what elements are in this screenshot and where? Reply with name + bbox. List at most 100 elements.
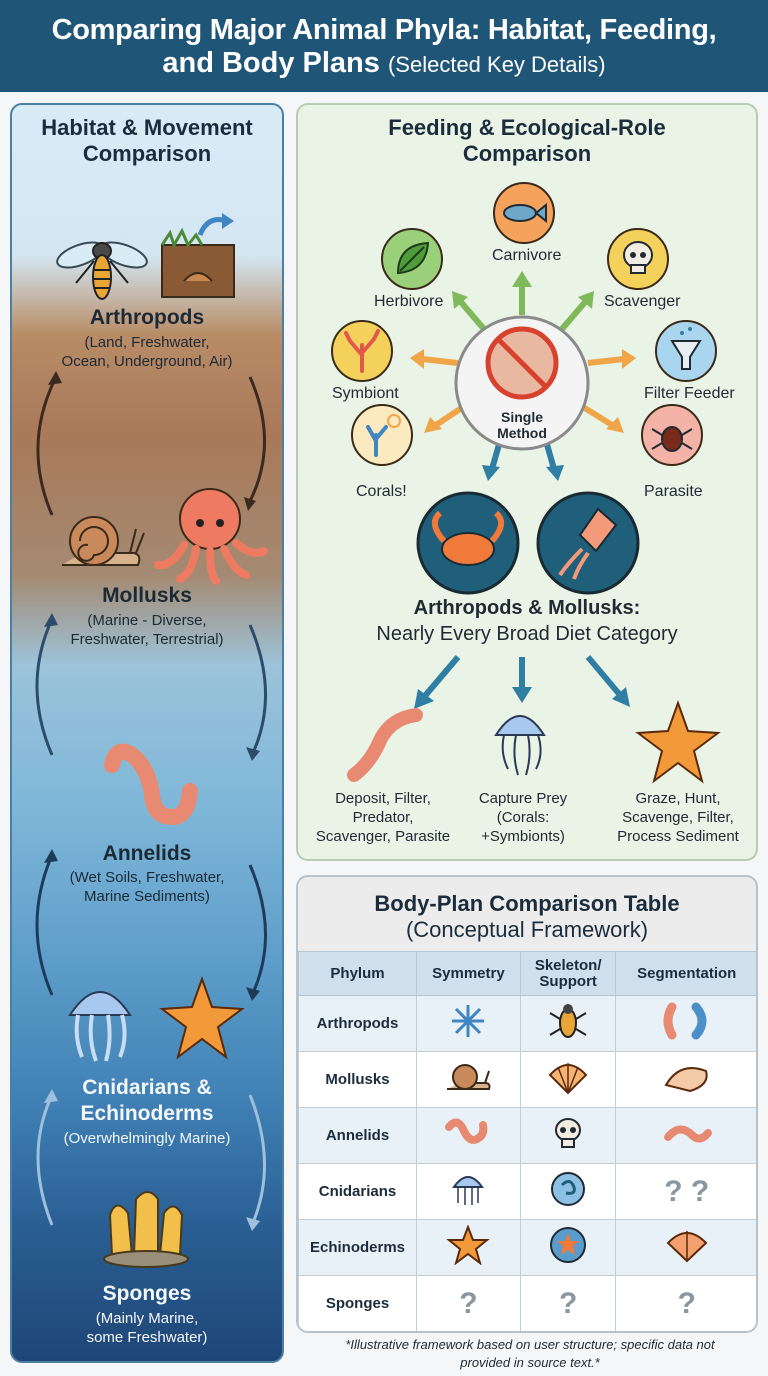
detail-annelids-l2: Predator, (352, 809, 414, 826)
habitat-sponges-desc2: some Freshwater) (86, 1329, 208, 1346)
habitat-title-line2: Comparison (82, 141, 212, 166)
habitat-arthropods-name: Arthropods (89, 306, 205, 329)
row-phylum: Echinoderms (298, 1219, 417, 1276)
col-skeleton-l1: Skeleton/ (534, 956, 602, 974)
row-phylum: Cnidarians (298, 1163, 417, 1220)
worm-icon (347, 708, 423, 782)
starfish-icon (635, 700, 721, 784)
label-scavenger: Scavenger (604, 293, 681, 310)
detail-annelids-l3: Scavenger, Parasite (315, 828, 451, 845)
scallop-shell-icon (519, 1051, 617, 1108)
fly-icon (56, 241, 148, 300)
feeding-diagram (331, 182, 721, 784)
bodyplan-table: Phylum Symmetry Skeleton/Support Segment… (298, 951, 756, 1331)
label-parasite: Parasite (644, 483, 703, 500)
page-title-main: and Body Plans (162, 47, 380, 79)
row-phylum: Arthropods (298, 995, 417, 1052)
habitat-sponges-name: Sponges (102, 1282, 192, 1305)
label-herbivore: Herbivore (374, 293, 444, 310)
detail-annelids-l1: Deposit, Filter, (335, 790, 431, 807)
table-row: Sponges ? ? ? (298, 1275, 756, 1331)
detail-echinoderms-l3: Process Sediment (617, 828, 739, 845)
table-row: Cnidarians ? ? (298, 1163, 756, 1220)
row-phylum: Mollusks (298, 1051, 417, 1108)
col-skeleton-l2: Support (539, 972, 597, 990)
worm-icon (615, 1107, 756, 1164)
snail-icon (416, 1051, 521, 1108)
sponge-icon (103, 1191, 189, 1268)
habitat-mollusks-desc2: Freshwater, Terrestrial) (70, 631, 224, 648)
label-corals: Corals! (356, 483, 407, 500)
soil-burrow-icon (160, 213, 235, 298)
footnote-line2: provided in source text.* (460, 1355, 600, 1370)
crab-icon (416, 491, 520, 595)
carnivore-fish-icon (493, 182, 555, 244)
label-symbiont: Symbiont (332, 385, 399, 402)
spiral-circle-icon (519, 1163, 617, 1220)
habitat-mollusks-desc1: (Marine - Diverse, (87, 612, 207, 629)
page-header: Comparing Major Animal Phyla: Habitat, F… (0, 0, 768, 92)
single-method-prohibited-icon (454, 315, 590, 451)
jellyfish-icon (68, 991, 132, 1062)
earthworm-icon (104, 743, 198, 826)
jellyfish-icon (416, 1163, 521, 1220)
symbiont-coral-icon (331, 320, 393, 382)
habitat-title: Habitat & Movement Comparison (12, 115, 282, 167)
feeding-summary-line2: Nearly Every Broad Diet Category (376, 623, 678, 645)
bodyplan-panel: Body-Plan Comparison Table (Conceptual F… (296, 875, 758, 1333)
feeding-title-line2: Comparison (462, 141, 592, 166)
page-subtitle: (Selected Key Details) (387, 52, 606, 77)
habitat-arthropods-desc2: Ocean, Underground, Air) (61, 353, 233, 370)
segmented-worms-icon (615, 995, 756, 1052)
feeding-title-line1: Feeding & Ecological-Role (388, 115, 666, 140)
question-mark: ? ? (664, 1174, 710, 1208)
feeding-panel: Feeding & Ecological-Role Comparison (296, 103, 758, 861)
herbivore-leaf-icon (381, 228, 443, 290)
starfish-icon (416, 1219, 521, 1276)
question-mark: ? (677, 1286, 696, 1320)
detail-cnidarians: Capture Prey (Corals: +Symbionts) (458, 789, 588, 846)
question-mark: ? (559, 1286, 578, 1320)
page-title-line1: Comparing Major Animal Phyla: Habitat, F… (51, 14, 717, 46)
habitat-panel: Habitat & Movement Comparison (10, 103, 284, 1363)
detail-cnidarians-l1: Capture Prey (478, 790, 568, 807)
table-row: Annelids (298, 1107, 756, 1164)
detail-cnidarians-l2: (Corals: (496, 809, 550, 826)
filter-feeder-funnel-icon (655, 320, 717, 382)
starfish-icon (159, 976, 245, 1060)
skeleton-unknown: ? (519, 1275, 617, 1331)
detail-echinoderms-l2: Scavenge, Filter, (622, 809, 734, 826)
habitat-annelids-desc2: Marine Sediments) (84, 888, 210, 905)
col-segmentation: Segmentation (615, 951, 756, 996)
habitat-cnidarians-desc1: (Overwhelmingly Marine) (63, 1130, 231, 1147)
col-skeleton: Skeleton/Support (519, 951, 617, 996)
starfish-circle-icon (519, 1219, 617, 1276)
jellyfish-icon (494, 715, 546, 776)
table-row: Echinoderms (298, 1219, 756, 1276)
col-phylum: Phylum (298, 951, 417, 996)
detail-cnidarians-l3: +Symbionts) (481, 828, 565, 845)
parasite-tick-icon (641, 404, 703, 466)
corals-icon (351, 404, 413, 466)
bodyplan-subtitle: (Conceptual Framework) (405, 917, 649, 942)
habitat-sponges-desc1: (Mainly Marine, (95, 1310, 199, 1327)
feeding-title: Feeding & Ecological-Role Comparison (298, 115, 756, 167)
row-phylum: Annelids (298, 1107, 417, 1164)
table-header-row: Phylum Symmetry Skeleton/Support Segment… (298, 951, 756, 996)
detail-echinoderms-l1: Graze, Hunt, (635, 790, 721, 807)
scallop-shell-icon (615, 1219, 756, 1276)
symmetry-unknown: ? (416, 1275, 521, 1331)
skull-icon (519, 1107, 617, 1164)
habitat-illustrations (35, 213, 268, 1268)
col-symmetry: Symmetry (416, 951, 521, 996)
table-row: Mollusks (298, 1051, 756, 1108)
footnote-line1: *Illustrative framework based on user st… (345, 1337, 715, 1352)
feeding-summary-line1: Arthropods & Mollusks: (413, 597, 641, 619)
squid-icon (536, 491, 640, 595)
habitat-arthropods-desc1: (Land, Freshwater, (84, 334, 210, 351)
octopus-icon (154, 488, 268, 585)
radial-burst-icon (416, 995, 521, 1052)
page-title-line2: and Body Plans (Selected Key Details) (0, 47, 768, 81)
snail-icon (62, 516, 145, 566)
row-phylum: Sponges (298, 1275, 417, 1331)
